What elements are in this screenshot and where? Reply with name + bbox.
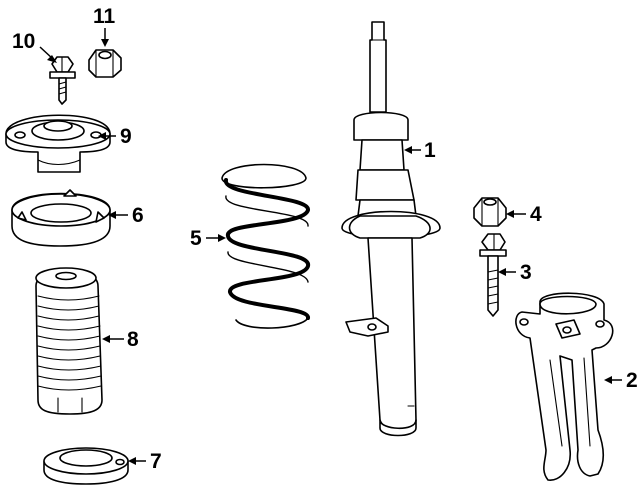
callout-6: 6: [132, 204, 144, 227]
callout-11: 11: [93, 5, 116, 28]
part-8-dust-boot: [35, 267, 103, 415]
leader-lines: [39, 28, 622, 465]
callout-7: 7: [150, 450, 162, 473]
part-4-nut: [473, 197, 507, 227]
callout-10: 10: [12, 30, 35, 53]
callout-5: 5: [190, 227, 202, 250]
part-2-bracket: [515, 292, 614, 481]
part-6-spring-seat: [11, 189, 111, 247]
part-9-strut-mount: [5, 114, 111, 173]
part-5-coil-spring: [221, 163, 310, 329]
callout-3: 3: [520, 261, 532, 284]
callout-labels: 1 2 3 4 5 6 7 8 9 10 11: [12, 5, 638, 473]
callout-4: 4: [530, 203, 542, 226]
part-10-bolt: [49, 56, 76, 105]
part-11-nut: [88, 49, 122, 78]
callout-1: 1: [424, 139, 436, 162]
part-7-insulator: [43, 447, 129, 485]
callout-9: 9: [120, 125, 132, 148]
callout-2: 2: [626, 369, 638, 392]
callout-8: 8: [127, 328, 139, 351]
part-3-bolt: [479, 233, 507, 317]
part-1-strut: [341, 21, 441, 437]
